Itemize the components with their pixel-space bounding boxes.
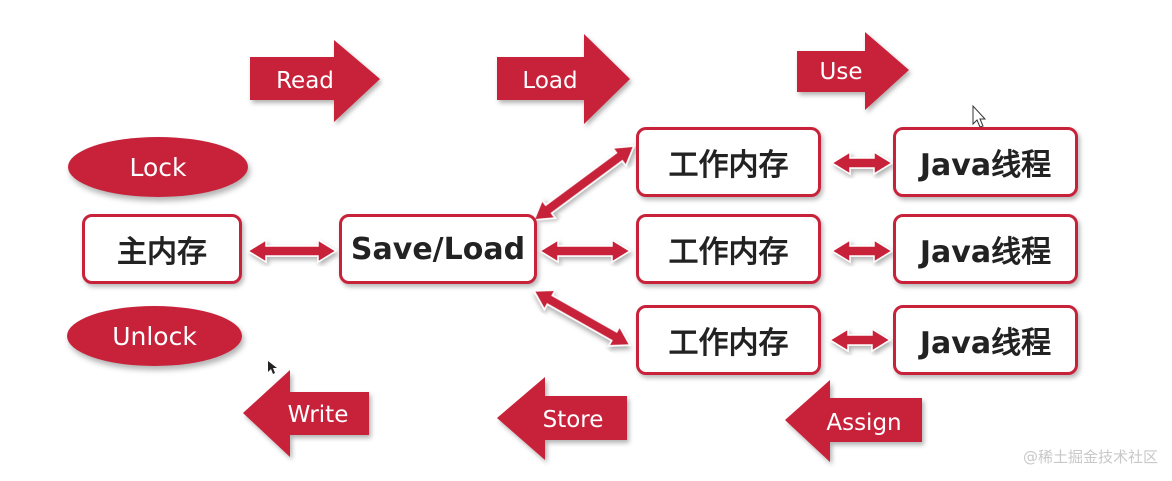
work-memory-box-1: 工作内存 [636,127,821,197]
lock-label: Lock [129,152,187,182]
cursor-icon [972,104,987,128]
use-label: Use [820,59,863,85]
connector-work1-thread1 [830,150,894,176]
save-load-box: Save/Load [339,214,537,284]
work-memory-label: 工作内存 [668,326,789,361]
write-label: Write [288,402,349,428]
java-thread-box-3: Java线程 [893,305,1078,375]
use-arrow: Use [797,32,909,110]
watermark: @稀土掘金技术社区 [1022,448,1158,466]
java-thread-label: Java线程 [919,326,1052,361]
work-memory-box-2: 工作内存 [636,214,821,284]
assign-arrow: Assign [785,380,922,462]
write-arrow: Write [243,370,369,457]
java-thread-label: Java线程 [919,148,1052,183]
java-thread-label: Java线程 [919,235,1052,270]
connector-saveload-work1 [533,145,635,221]
load-label: Load [522,68,577,94]
connector-saveload-work2 [538,238,632,264]
load-arrow: Load [497,34,630,124]
connector-work3-thread3 [828,327,892,353]
java-thread-box-2: Java线程 [893,214,1078,284]
connector-saveload-work3 [532,289,632,347]
read-label: Read [276,68,334,94]
main-memory-label: 主内存 [117,235,207,270]
cursor-small-icon [268,361,277,374]
work-memory-label: 工作内存 [668,148,789,183]
save-load-label: Save/Load [350,231,526,267]
unlock-ellipse: Unlock [67,306,242,366]
main-memory-box: 主内存 [82,214,242,284]
connector-main-saveload [246,238,338,264]
work-memory-label: 工作内存 [668,235,789,270]
lock-ellipse: Lock [68,137,248,197]
read-arrow: Read [250,40,380,122]
unlock-label: Unlock [112,321,197,351]
java-thread-box-1: Java线程 [893,127,1078,197]
assign-label: Assign [826,410,901,436]
store-arrow: Store [497,377,627,460]
work-memory-box-3: 工作内存 [636,305,821,375]
connector-work2-thread2 [830,238,894,264]
store-label: Store [543,407,604,433]
